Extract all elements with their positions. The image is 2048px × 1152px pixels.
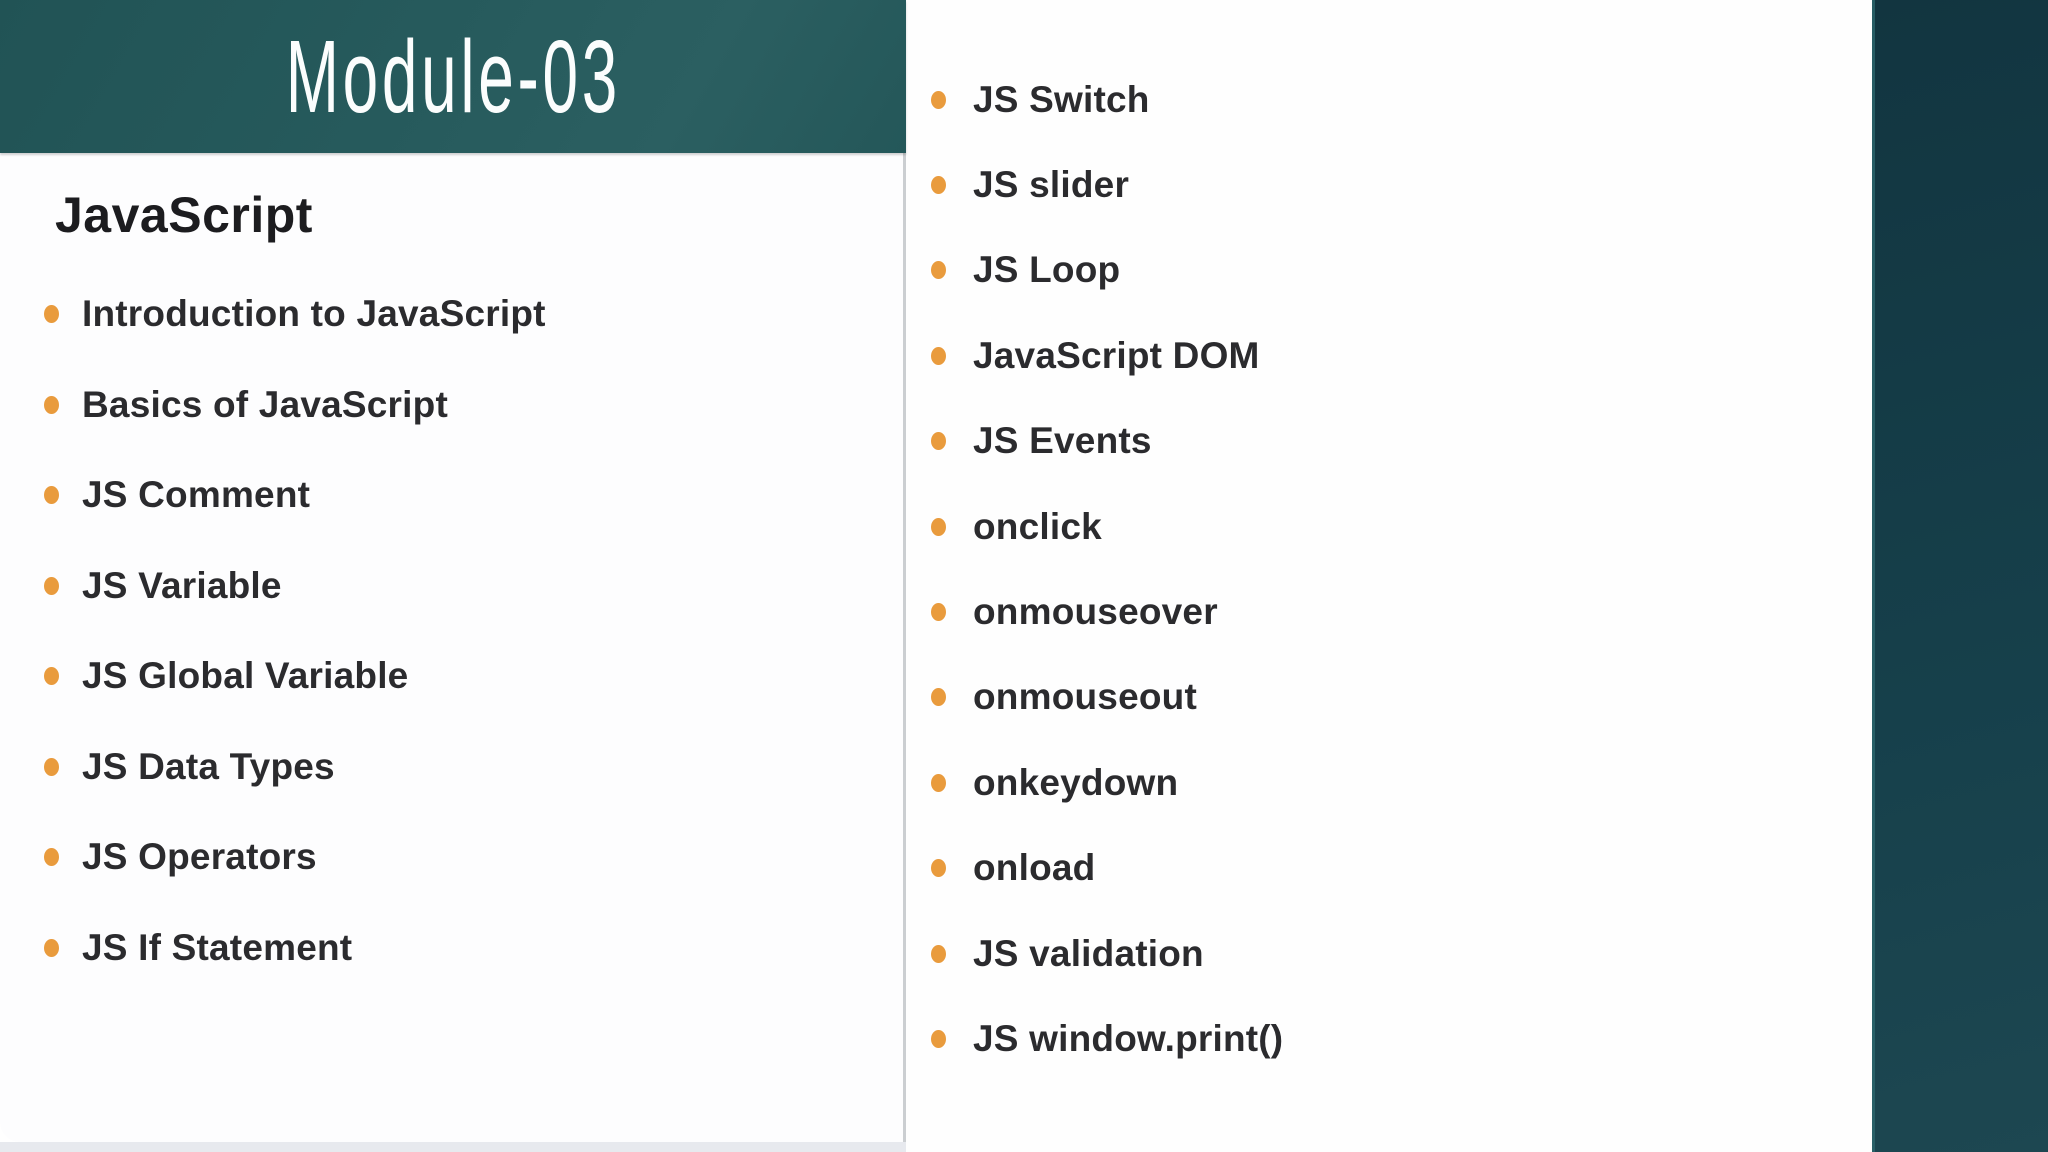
topic-label: JS validation [973, 932, 1204, 974]
topic-label: JS Global Variable [82, 655, 409, 697]
topic-label: JS Loop [973, 249, 1121, 291]
topic-list-item: JS Data Types [44, 722, 546, 813]
module-header-banner: Module-03 [0, 0, 906, 153]
bottom-divider-strip [0, 1142, 1150, 1152]
bullet-icon [44, 576, 59, 595]
topic-label: JS Events [973, 420, 1152, 462]
topic-list-item: onmouseout [931, 655, 1283, 740]
bullet-icon [931, 90, 946, 109]
bullet-icon [931, 432, 946, 451]
bullet-icon [931, 773, 946, 792]
bullet-icon [44, 305, 59, 324]
bullet-icon [931, 944, 946, 963]
topic-label: onmouseout [973, 676, 1197, 718]
topic-list-item: onclick [931, 484, 1283, 569]
module-title: Module-03 [285, 19, 621, 134]
topic-label: JS If Statement [82, 926, 353, 968]
bullet-icon [44, 757, 59, 776]
topic-label: onmouseover [973, 591, 1218, 633]
topic-list-item: JS validation [931, 911, 1283, 996]
bullet-icon [931, 346, 946, 365]
bullet-icon [931, 176, 946, 195]
topic-label: JS Switch [973, 78, 1150, 120]
topic-list-item: JavaScript DOM [931, 313, 1283, 398]
topic-list-item: Basics of JavaScript [44, 360, 546, 451]
topic-label: JS window.print() [973, 1017, 1284, 1059]
right-dark-background [1872, 0, 2048, 1152]
topic-list-item: JS Switch [931, 57, 1283, 142]
bullet-icon [931, 261, 946, 280]
bullet-icon [931, 1029, 946, 1048]
topic-label: Basics of JavaScript [82, 383, 448, 425]
topic-list-item: JS window.print() [931, 996, 1283, 1081]
bullet-icon [931, 603, 946, 622]
topic-list-item: JS Events [931, 399, 1283, 484]
topic-label: JS Operators [82, 836, 317, 878]
topic-list-item: JS Variable [44, 541, 546, 632]
topic-label: JS slider [973, 164, 1130, 206]
bullet-icon [44, 938, 59, 957]
topic-list-item: onmouseover [931, 569, 1283, 654]
topic-label: Introduction to JavaScript [82, 293, 546, 335]
topic-label: onkeydown [973, 761, 1179, 803]
topic-label: JS Comment [82, 474, 311, 516]
bullet-icon [931, 517, 946, 536]
topic-list-item: onkeydown [931, 740, 1283, 825]
bullet-icon [44, 848, 59, 867]
left-topics-panel [0, 153, 906, 1142]
bullet-icon [44, 486, 59, 505]
topic-list-item: Introduction to JavaScript [44, 269, 546, 360]
topic-label: onload [973, 847, 1096, 889]
topic-list-item: JS Comment [44, 450, 546, 541]
topic-label: onclick [973, 505, 1102, 547]
topic-label: JS Variable [82, 564, 282, 606]
topic-list-item: JS If Statement [44, 903, 546, 994]
bullet-icon [931, 688, 946, 707]
bullet-icon [44, 395, 59, 414]
bullet-icon [931, 859, 946, 878]
topic-label: JS Data Types [82, 745, 335, 787]
bullet-icon [44, 667, 59, 686]
topic-list-item: JS Operators [44, 812, 546, 903]
topic-list-item: onload [931, 826, 1283, 911]
topic-list-item: JS Global Variable [44, 631, 546, 722]
topic-list-item: JS slider [931, 142, 1283, 227]
course-section-heading: JavaScript [55, 187, 313, 243]
topic-label: JavaScript DOM [973, 334, 1260, 376]
topic-list-item: JS Loop [931, 228, 1283, 313]
